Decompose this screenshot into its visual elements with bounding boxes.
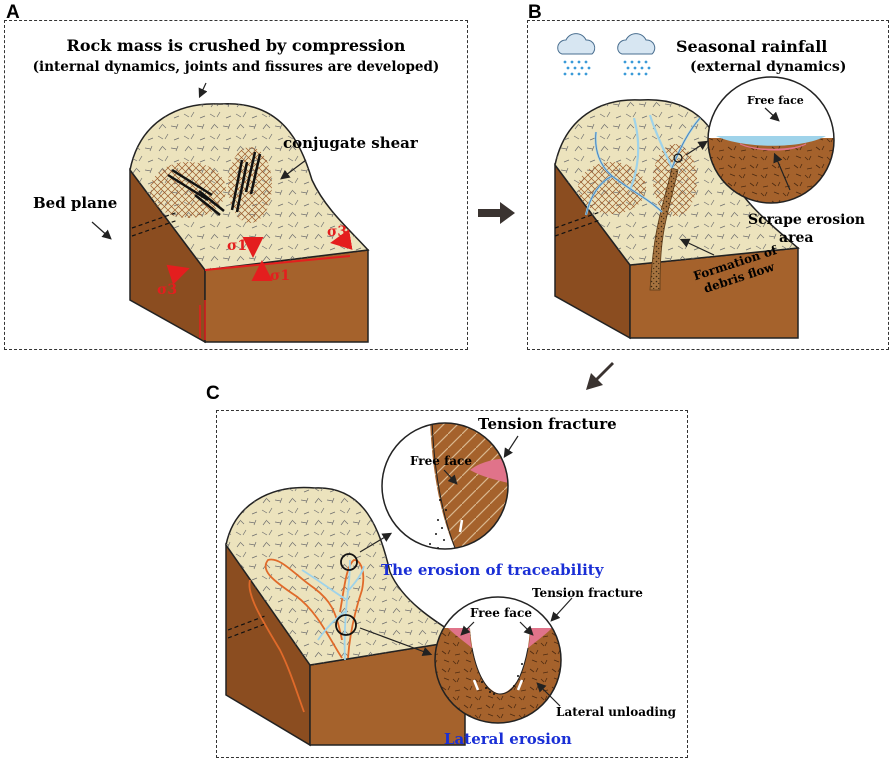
panel-a-letter: A [6, 2, 20, 23]
panel-b-letter: B [528, 2, 542, 23]
panel-b-subtitle: (external dynamics) [690, 59, 846, 75]
panel-b-slope [554, 99, 800, 340]
lateral-erosion-caption: Lateral erosion [444, 730, 572, 748]
free-face-label-b: Free face [747, 94, 804, 107]
panel-b-title: Seasonal rainfall [676, 37, 827, 56]
sigma1-top-label: σ1 [227, 238, 247, 254]
rain-cloud-icon [557, 33, 596, 76]
panel-a-title: Rock mass is crushed by compression [67, 36, 406, 55]
conjugate-shear-label: conjugate shear [283, 134, 419, 152]
panel-c-letter: C [206, 383, 220, 404]
free-face-label-c2: Free face [470, 606, 532, 620]
panel-b-frame [527, 20, 889, 350]
panel-a-subtitle: (internal dynamics, joints and fissures … [33, 59, 440, 75]
rain-cloud-icon [617, 33, 656, 76]
lateral-unloading-label: Lateral unloading [556, 705, 677, 719]
tension-fracture-label-2: Tension fracture [532, 586, 643, 600]
sigma3-left-label: σ3 [157, 282, 177, 298]
sigma1-bottom-label: σ1 [270, 268, 290, 284]
arrow-a-to-b [478, 202, 515, 224]
panel-a-slope [129, 103, 370, 344]
tension-fracture-label-1: Tension fracture [478, 415, 617, 433]
panel-c-slope [225, 486, 468, 747]
panel-c-frame [216, 410, 688, 758]
panel-c-magnifier-traceability [381, 422, 509, 550]
arrow-b-to-c [586, 362, 614, 390]
panel-a-frame [4, 20, 468, 350]
scrape-erosion-label-line2: area [779, 230, 813, 246]
scrape-erosion-label-line1: Scrape erosion [748, 212, 865, 228]
traceability-caption: The erosion of traceability [381, 561, 605, 579]
free-face-label-c1: Free face [410, 454, 472, 468]
sigma3-right-label: σ3 [327, 224, 347, 240]
bed-plane-label: Bed plane [33, 194, 117, 212]
